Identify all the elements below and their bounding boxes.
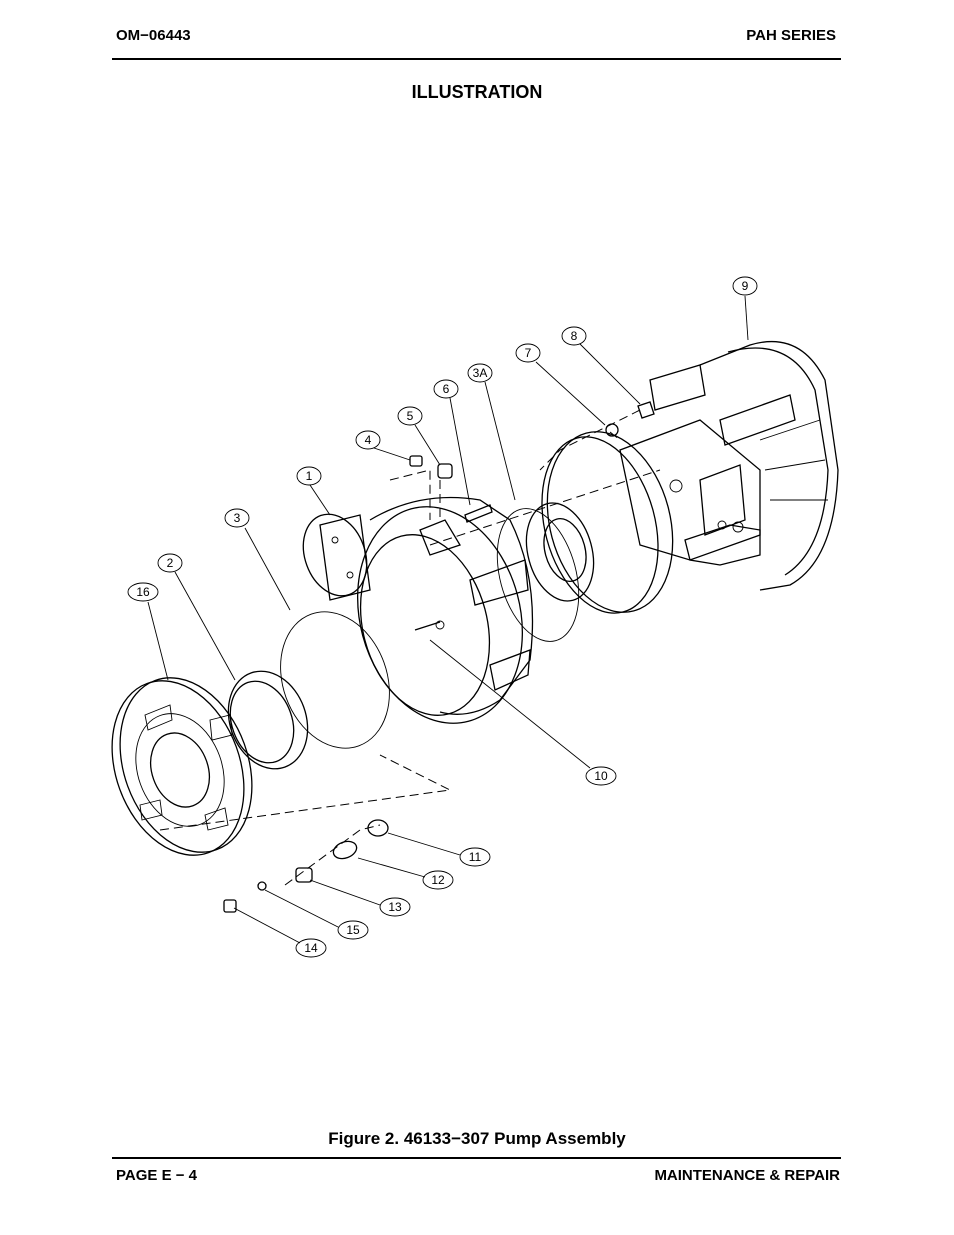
svg-text:1: 1: [306, 469, 313, 483]
doc-number: OM−06443: [116, 27, 191, 44]
callout-16: 16: [127, 582, 159, 602]
svg-text:14: 14: [304, 941, 318, 955]
svg-text:12: 12: [431, 873, 445, 887]
callout-6: 6: [433, 379, 459, 399]
callout-13: 13: [379, 897, 411, 917]
callout-14: 14: [295, 938, 327, 958]
svg-text:4: 4: [365, 433, 372, 447]
pump-casing-part: [356, 496, 534, 724]
callout-8: 8: [561, 326, 587, 346]
seal-plate-part: [525, 431, 674, 614]
svg-text:9: 9: [742, 279, 749, 293]
page-number: PAGE E − 4: [116, 1167, 198, 1184]
svg-text:10: 10: [594, 769, 608, 783]
svg-text:5: 5: [407, 409, 414, 423]
callout-9: 9: [732, 276, 758, 296]
discharge-flange-part: [302, 513, 371, 601]
header-rule: [112, 58, 841, 60]
svg-text:11: 11: [469, 850, 482, 864]
svg-text:16: 16: [136, 585, 150, 599]
fitting-parts: [409, 401, 655, 523]
suction-cover-part: [111, 677, 253, 856]
svg-text:3: 3: [234, 511, 241, 525]
gasket-3a: [496, 508, 580, 642]
callout-12: 12: [422, 870, 454, 890]
callout-10: 10: [585, 766, 617, 786]
callout-5: 5: [397, 406, 423, 426]
svg-text:2: 2: [167, 556, 174, 570]
motor-bracket-part: [619, 340, 839, 591]
section-title: ILLUSTRATION: [411, 82, 543, 102]
figure-caption: Figure 2. 46133−307 Pump Assembly: [328, 1129, 626, 1148]
callout-11: 11: [459, 847, 491, 867]
section-name: MAINTENANCE & REPAIR: [654, 1167, 840, 1184]
drain-plug-parts: [223, 819, 389, 913]
callout-2: 2: [157, 553, 183, 573]
svg-text:7: 7: [525, 346, 532, 360]
wear-ring-part: [227, 670, 309, 770]
svg-text:13: 13: [388, 900, 402, 914]
series-title: PAH SERIES: [746, 27, 836, 44]
svg-text:3A: 3A: [473, 366, 488, 380]
svg-text:6: 6: [443, 382, 450, 396]
svg-text:15: 15: [346, 923, 360, 937]
callout-4: 4: [355, 430, 381, 450]
footer-rule: [112, 1157, 841, 1159]
callout-15: 15: [337, 920, 369, 940]
callout-1: 1: [296, 466, 322, 486]
callout-3a: 3A: [467, 363, 493, 383]
callout-3: 3: [224, 508, 250, 528]
callout-labels: 9 8 7 3A 6 5 4 1 3 2 16 10 11 12 13 15 1…: [127, 276, 758, 958]
o-ring-3: [280, 611, 390, 749]
svg-text:8: 8: [571, 329, 578, 343]
callout-7: 7: [515, 343, 541, 363]
